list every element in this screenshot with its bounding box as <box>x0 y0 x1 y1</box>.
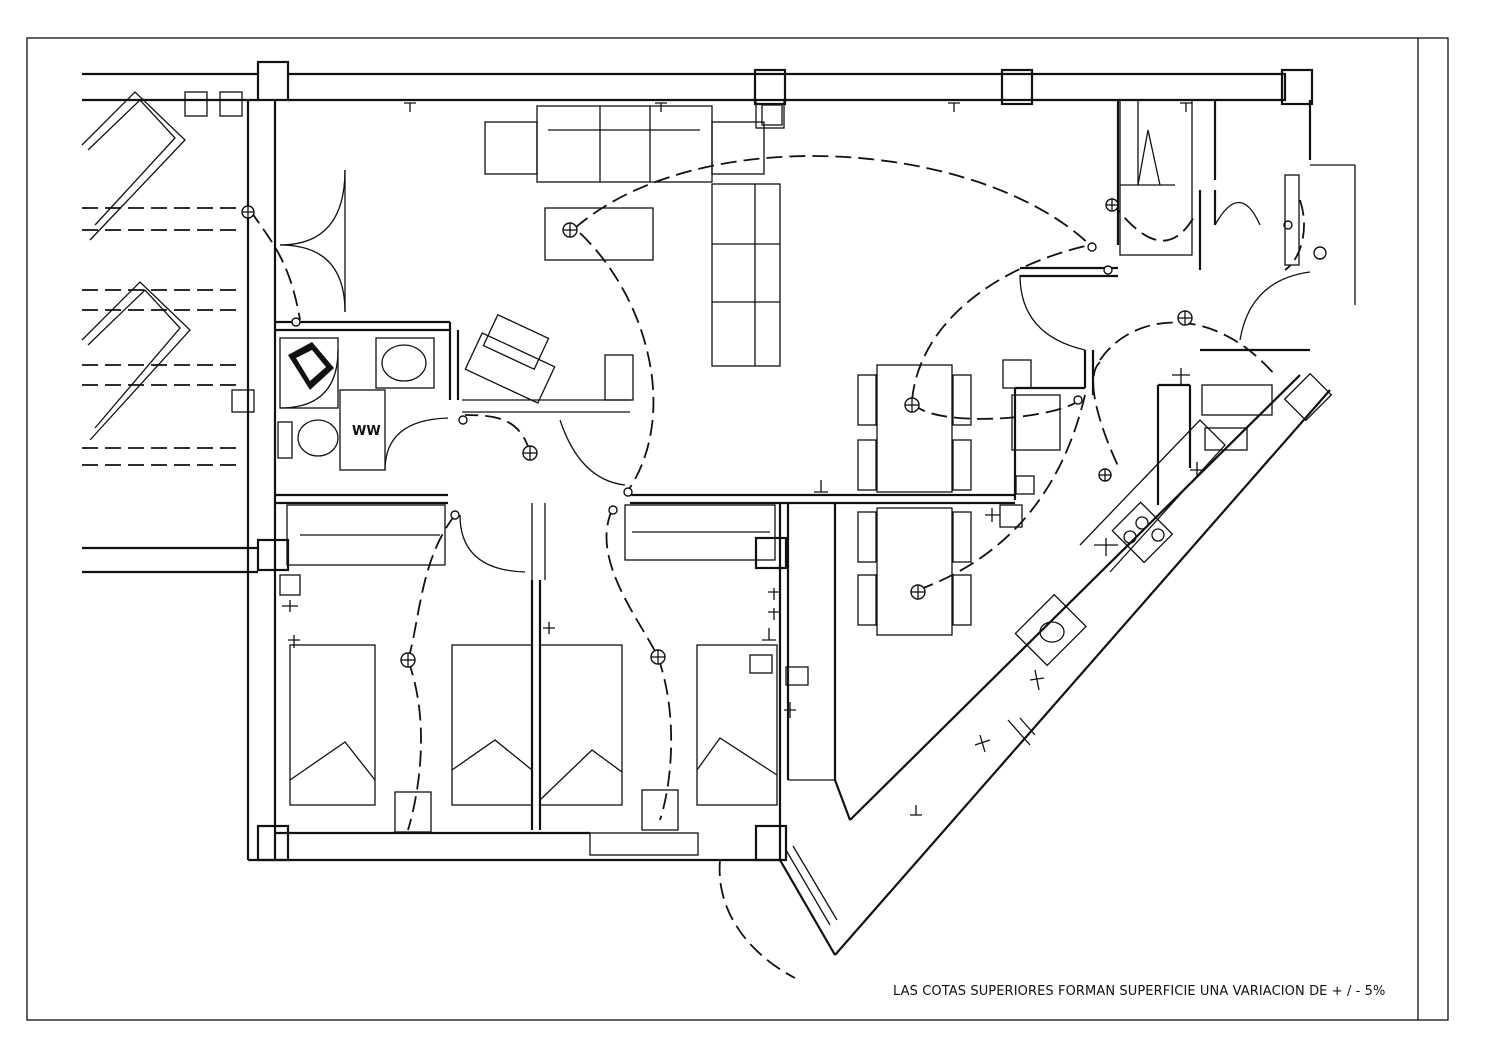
exterior-walls <box>82 60 1356 956</box>
kitchen <box>1011 394 1226 667</box>
sockets <box>231 102 1205 816</box>
interior-walls <box>275 99 1310 860</box>
parking-area <box>81 91 258 574</box>
sheet-frame <box>26 37 1449 1021</box>
circuit-lines <box>249 155 1305 979</box>
bedroom-beds <box>289 644 778 833</box>
doors <box>279 169 1311 573</box>
wardrobes <box>286 384 1273 566</box>
bathroom <box>277 337 435 471</box>
plan-note: LAS COTAS SUPERIORES FORMAN SUPERFICIE U… <box>893 984 1386 999</box>
corridor-fixtures <box>291 174 1300 520</box>
living-room-furniture <box>464 105 781 404</box>
light-fixtures <box>241 198 1327 668</box>
bathroom-label: WW <box>352 424 381 439</box>
dining-table <box>857 364 972 636</box>
staircase <box>1119 99 1193 256</box>
